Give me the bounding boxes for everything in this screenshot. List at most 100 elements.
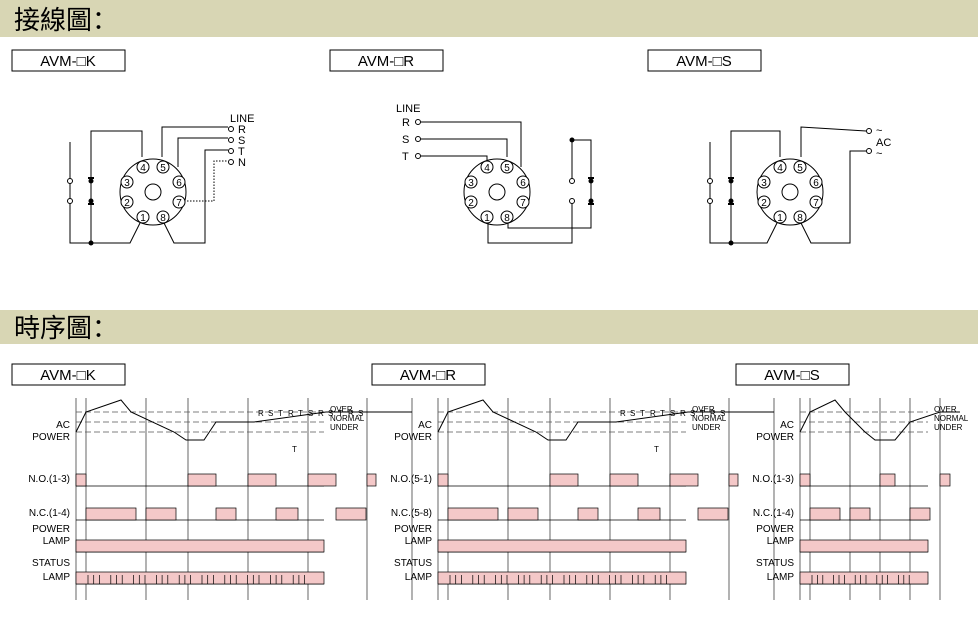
no-contact-pulse [366, 473, 377, 487]
level-label: OVER [692, 405, 715, 414]
level-label: NORMAL [692, 414, 727, 423]
phase-label: S [308, 409, 313, 418]
pin-7-label: 7 [520, 198, 526, 209]
ac-tilde: ~ [876, 125, 882, 137]
pin-8-label: 8 [160, 213, 166, 224]
pin-7-label: 7 [813, 198, 819, 209]
row-label-lamp: LAMP [43, 536, 71, 547]
svg-text:AVM-□K: AVM-□K [40, 53, 95, 70]
pin-8-label: 8 [797, 213, 803, 224]
pin-8-ring [500, 210, 514, 224]
row-label-ac: AC [780, 420, 794, 431]
pin-1-ring [773, 210, 787, 224]
row-label-nc: N.C.(1-4) [29, 508, 70, 519]
row-label-power: POWER [32, 432, 70, 443]
wiring-model-label-r: AVM-□R [329, 49, 444, 72]
level-label: OVER [934, 405, 957, 414]
pin-3-label: 3 [124, 178, 130, 189]
svg-text:AVM-□R: AVM-□R [400, 367, 456, 384]
row-label-status: STATUS [394, 558, 432, 569]
wiring-title: 接線圖： [14, 6, 118, 36]
pin-1-label: 1 [484, 213, 490, 224]
row-label-status: STATUS [756, 558, 794, 569]
pin-3-ring [120, 175, 134, 189]
status-lamp-bar [75, 571, 325, 585]
line-label-n: N [238, 157, 246, 169]
line-label: LINE [230, 113, 254, 125]
wiring-model-label-s: AVM-□S [647, 49, 762, 72]
nc-contact-pulse [275, 507, 299, 521]
pin-7-ring [809, 195, 823, 209]
status-lamp-bar [799, 571, 929, 585]
pin-4-label: 4 [484, 163, 490, 174]
pin-1-ring [480, 210, 494, 224]
phase-label: R [318, 409, 324, 418]
phase-label: T [700, 409, 705, 418]
nc-contact-pulse [697, 507, 729, 521]
row-label-status-lamp: LAMP [767, 572, 795, 583]
ac-power-waveform [437, 399, 774, 441]
no-contact-pulse [75, 473, 87, 487]
no-contact-pulse [799, 473, 811, 487]
pin-3-label: 3 [468, 178, 474, 189]
row-label-power: POWER [756, 432, 794, 443]
phase-label: T [660, 409, 665, 418]
nc-contact-pulse [909, 507, 931, 521]
line-label: LINE [396, 103, 420, 115]
pin-6-ring [516, 175, 530, 189]
no-contact-pulse [549, 473, 579, 487]
row-label-power: POWER [394, 432, 432, 443]
phase-label: S [670, 409, 675, 418]
line-label-r: R [402, 117, 410, 129]
line-label-t: T [402, 151, 409, 163]
phase-label: S [358, 409, 363, 418]
row-label-lamp: LAMP [767, 536, 795, 547]
pin-5-label: 5 [797, 163, 803, 174]
row-label-status-lamp: LAMP [43, 572, 71, 583]
phase-label: R [710, 409, 716, 418]
row-label-lamp: LAMP [405, 536, 433, 547]
pin-5-ring [500, 160, 514, 174]
level-label: UNDER [330, 423, 359, 432]
pin-2-ring [120, 195, 134, 209]
line-label-s: S [402, 134, 409, 146]
phase-label: S [690, 409, 695, 418]
nc-contact-pulse [849, 507, 871, 521]
phase-label: R [650, 409, 656, 418]
pin-4-ring [136, 160, 150, 174]
no-contact-pulse [187, 473, 217, 487]
power-lamp-bar [437, 539, 687, 553]
pin-5-ring [793, 160, 807, 174]
timing-model-label-k: AVM-□K [11, 363, 126, 386]
svg-text:AVM-□K: AVM-□K [40, 367, 95, 384]
nc-contact-pulse [507, 507, 539, 521]
level-label: UNDER [692, 423, 721, 432]
row-label-nc: N.C.(1-4) [753, 508, 794, 519]
timing-header-band [0, 310, 978, 344]
pin-1-label: 1 [140, 213, 146, 224]
power-lamp-bar [75, 539, 325, 553]
nc-contact-pulse [215, 507, 237, 521]
pin-4-ring [773, 160, 787, 174]
no-contact-pulse [307, 473, 337, 487]
line-label-s: S [238, 135, 245, 147]
row-label-ac: AC [56, 420, 70, 431]
level-label: OVER [330, 405, 353, 414]
pin-4-label: 4 [140, 163, 146, 174]
timing-diagram-s: OVERNORMALUNDERACPOWERN.O.(1-3)N.C.(1-4)… [752, 398, 969, 600]
level-label: UNDER [934, 423, 963, 432]
no-contact-pulse [609, 473, 639, 487]
phase-label: T [278, 409, 283, 418]
row-label-no: N.O.(1-3) [752, 474, 794, 485]
status-lamp-bar [437, 571, 687, 585]
svg-text:AVM-□S: AVM-□S [676, 53, 731, 70]
phase-label: S [630, 409, 635, 418]
level-label: NORMAL [330, 414, 365, 423]
timing-model-label-r: AVM-□R [371, 363, 486, 386]
pin-4-ring [480, 160, 494, 174]
